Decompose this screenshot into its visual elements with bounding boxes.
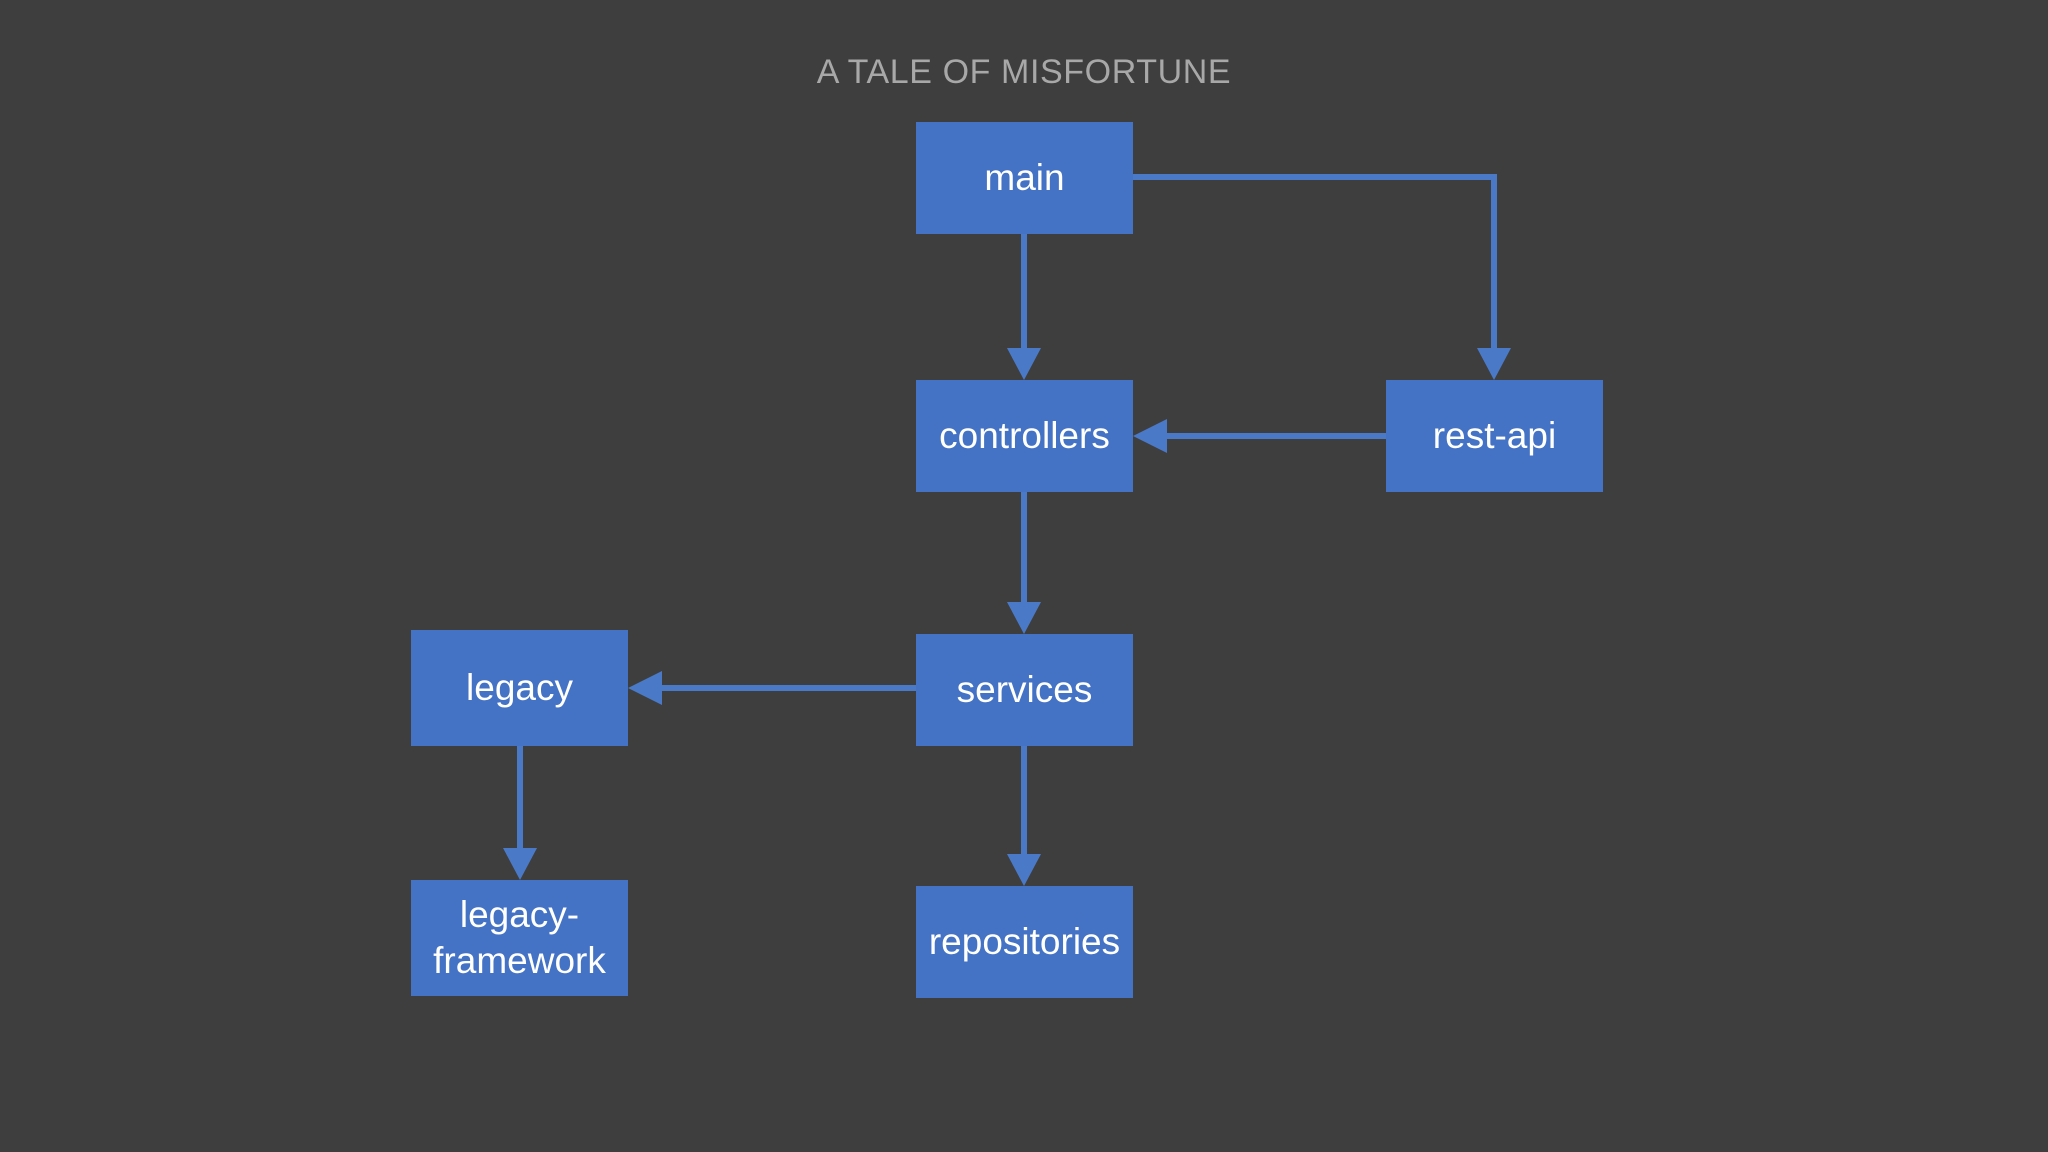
node-label: main	[984, 157, 1065, 198]
edge-services-to-legacy	[628, 671, 916, 705]
page-title: A TALE OF MISFORTUNE	[816, 53, 1232, 91]
edge-services-to-repositories	[1007, 746, 1041, 886]
node-legacy[interactable]: legacy	[411, 630, 628, 746]
edge-rest-api-to-controllers	[1133, 419, 1386, 453]
node-repositories[interactable]: repositories	[916, 886, 1133, 998]
node-label: services	[956, 669, 1093, 710]
edge-main-to-controllers	[1007, 234, 1041, 380]
node-label: repositories	[928, 921, 1121, 962]
node-services[interactable]: services	[916, 634, 1133, 746]
node-legacy-framework[interactable]: legacy- framework	[411, 880, 628, 996]
edge-controllers-to-services	[1007, 492, 1041, 634]
node-rest-api[interactable]: rest-api	[1386, 380, 1603, 492]
node-label: rest-api	[1432, 415, 1557, 456]
node-controllers[interactable]: controllers	[916, 380, 1133, 492]
node-label: legacy	[466, 667, 573, 708]
node-main[interactable]: main	[916, 122, 1133, 234]
node-label: legacy- framework	[433, 894, 606, 981]
edge-legacy-to-legacy-framework	[503, 746, 537, 880]
edge-main-to-rest-api	[1133, 174, 1511, 380]
node-label: controllers	[939, 415, 1110, 456]
